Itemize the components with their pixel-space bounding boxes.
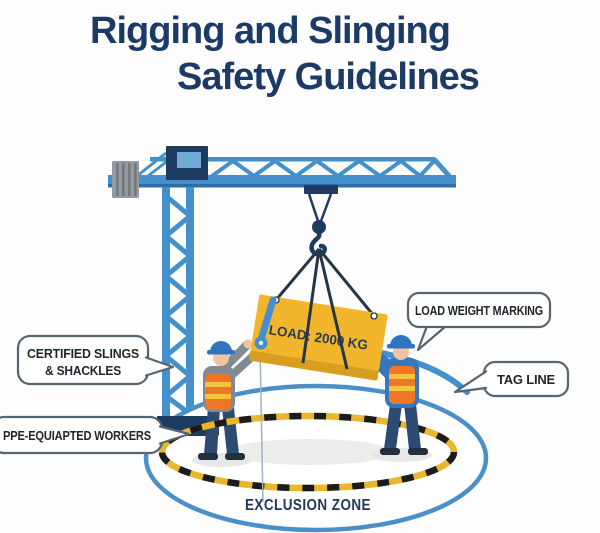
callout-certified-slings-label2: & SHACKLES — [45, 363, 121, 378]
sling-rigging-front — [254, 248, 378, 370]
worker-right-leg — [404, 404, 421, 449]
crane-tower-lattice — [161, 194, 194, 416]
callout-tail — [416, 324, 448, 352]
exclusion-zone-label: EXCLUSION ZONE — [245, 497, 371, 514]
crane-jib-bar-shadow — [108, 184, 456, 188]
infographic-title: Rigging and Slinging Safety Guidelines — [0, 8, 600, 100]
sling-strap — [257, 296, 277, 344]
hook-pulley-block — [312, 220, 326, 234]
crane-hook-icon — [309, 230, 327, 257]
worker-left-leg — [204, 408, 220, 454]
crane-jib-top-chord — [150, 157, 435, 162]
crane-cab-window — [177, 152, 201, 168]
hoist-cable-right — [319, 193, 333, 222]
callout-tag-line: TAG LINE — [453, 360, 570, 398]
callout-tail — [453, 370, 488, 394]
sling-shackle-point — [370, 312, 378, 320]
sling-leg — [317, 248, 349, 370]
crane-trolley — [304, 185, 338, 194]
vest-stripe — [205, 382, 231, 387]
crane-jib-bar — [108, 175, 456, 185]
hard-hat-brim — [387, 344, 415, 349]
tag-line-rope — [374, 349, 470, 395]
crane-counterweight — [112, 161, 139, 198]
title-line-2: Safety Guidelines — [177, 56, 480, 98]
worker-left-safety-vest — [205, 374, 231, 410]
callout-ppe-workers-label: PPE-EQUIAPTED WORKERS — [3, 428, 151, 443]
hoist-cable-left — [307, 193, 320, 222]
worker-right-shoe — [380, 448, 400, 455]
worker-left-hard-hat-icon — [210, 341, 232, 352]
worker-left-arm — [209, 340, 252, 383]
worker-left — [198, 339, 258, 460]
load-box-face — [250, 294, 388, 371]
shackle-ring-hole — [258, 340, 264, 346]
callout-ppe-workers: PPE-EQUIAPTED WORKERS — [0, 415, 191, 455]
callout-load-weight-marking: LOAD WEIGHT MARKING — [406, 291, 552, 352]
barrier-tape-ellipse — [158, 412, 458, 492]
worker-left-shoe — [225, 453, 245, 460]
callout-certified-slings-label: CERTIFIED SLINGS — [27, 346, 140, 361]
callout-tag-line-label: TAG LINE — [497, 372, 556, 387]
sling-leg — [317, 248, 376, 317]
callout-certified-slings: CERTIFIED SLINGS & SHACKLES — [16, 334, 175, 386]
sling-leg — [301, 248, 321, 364]
tag-line-rope-vertical — [259, 347, 264, 503]
worker-right-hard-hat-icon — [390, 335, 412, 346]
worker-right-shoe — [408, 448, 428, 455]
sling-leg — [274, 248, 321, 301]
worker-left-hand — [243, 339, 253, 349]
callout-tail — [144, 356, 175, 377]
tower-crane — [108, 146, 456, 419]
callout-load-weight-label: LOAD WEIGHT MARKING — [415, 303, 543, 318]
crane-cab — [166, 146, 208, 180]
callout-tail — [158, 425, 191, 445]
crane-hoist — [304, 185, 338, 257]
sling-rigging — [274, 248, 376, 317]
crane-jib-end-strut — [432, 157, 453, 180]
crane-tower-mast — [161, 187, 194, 419]
worker-right-safety-vest — [389, 366, 415, 404]
vest-stripe — [205, 394, 231, 399]
vest-stripe — [389, 386, 415, 391]
crane-jib-lattice — [210, 158, 436, 179]
load-box: LOAD: 2000 KG — [249, 294, 388, 381]
worker-right-leg — [384, 404, 402, 449]
ground-shadow-center — [228, 439, 392, 465]
worker-left-shoe — [198, 453, 218, 460]
load-box-side — [249, 349, 379, 381]
crane-counterjib-struts — [136, 151, 171, 178]
hard-hat-brim — [207, 350, 235, 355]
title-line-1: Rigging and Slinging — [90, 10, 451, 52]
vest-stripe — [389, 374, 415, 379]
